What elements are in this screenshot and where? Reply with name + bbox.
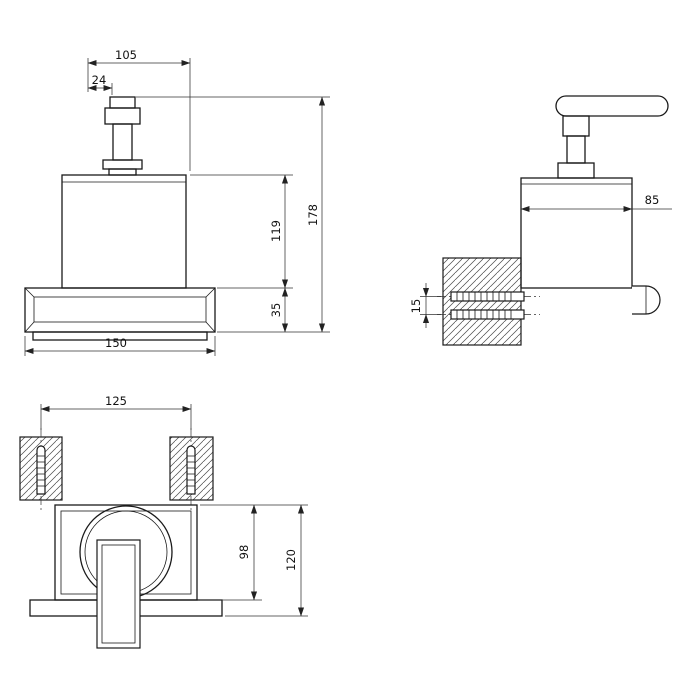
dimension-total-height: 178 [136, 96, 330, 333]
dimension-depth: 85 [520, 193, 672, 213]
dimension-label: 24 [92, 73, 107, 87]
dimension-pump-width: 24 [87, 73, 113, 95]
dimension-screw-spacing: 15 [409, 283, 441, 328]
lever-inner-edge [101, 544, 136, 644]
dimension-base-width: 150 [24, 336, 216, 356]
dimension-base-height: 35 [269, 287, 289, 333]
pump-head [102, 96, 143, 176]
dimension-overall-width: 105 [87, 48, 191, 171]
lever-handle [555, 95, 669, 179]
base-outline [24, 287, 216, 333]
mounting-screw [36, 445, 46, 495]
wall-arm-end [632, 285, 661, 315]
pump-cap [109, 96, 136, 109]
lever-flange [557, 162, 595, 179]
pump-collar [104, 107, 141, 125]
base-chamfer [205, 287, 216, 298]
lever-plan [96, 539, 141, 649]
dimension-label: 178 [306, 204, 320, 226]
dimension-label: 15 [409, 299, 423, 314]
wall-mount-block [437, 257, 540, 346]
screw-thread-marks [456, 292, 512, 301]
dimension-label: 125 [105, 394, 127, 408]
base-chamfer [24, 287, 35, 298]
front-view: 105 24 178 119 35 [24, 48, 330, 356]
dimension-body-depth: 98 [200, 504, 308, 601]
dimension-total-depth: 120 [225, 504, 308, 617]
dimension-label: 105 [115, 48, 137, 62]
body-outline [520, 177, 633, 289]
mounting-screw [186, 445, 196, 495]
mounting-screw [450, 309, 525, 320]
side-view: 85 15 [409, 95, 672, 346]
dimension-label: 98 [237, 545, 251, 560]
dimension-hole-spacing: 125 [40, 394, 192, 430]
dimension-label: 119 [269, 220, 283, 242]
lever-stem [566, 135, 586, 164]
base-chamfer [205, 321, 216, 333]
dimension-label: 35 [269, 303, 283, 318]
screw-thread-marks [187, 455, 195, 487]
body-outline [61, 174, 187, 289]
dimension-label: 120 [284, 549, 298, 571]
lever-pivot [562, 115, 590, 137]
plan-view: 125 98 120 [19, 394, 308, 649]
dispenser-body-front [61, 174, 187, 289]
screw-thread-marks [37, 455, 45, 487]
lever-outline [555, 95, 669, 117]
base-chamfer [24, 321, 35, 333]
dispenser-body-side [520, 177, 633, 289]
dimension-label: 150 [105, 336, 127, 350]
dimension-body-height: 119 [190, 174, 293, 289]
holder-plan [29, 504, 223, 649]
wall-mount-blocks [19, 428, 214, 512]
pump-flange [102, 159, 143, 170]
dimension-label: 85 [645, 193, 660, 207]
pump-stem [112, 123, 133, 161]
base-inner-panel [33, 296, 207, 323]
screw-thread-marks [456, 310, 512, 319]
mounting-base-front [24, 287, 216, 341]
pump-neck [108, 168, 137, 176]
mounting-screw [450, 291, 525, 302]
base-foot [32, 331, 208, 341]
